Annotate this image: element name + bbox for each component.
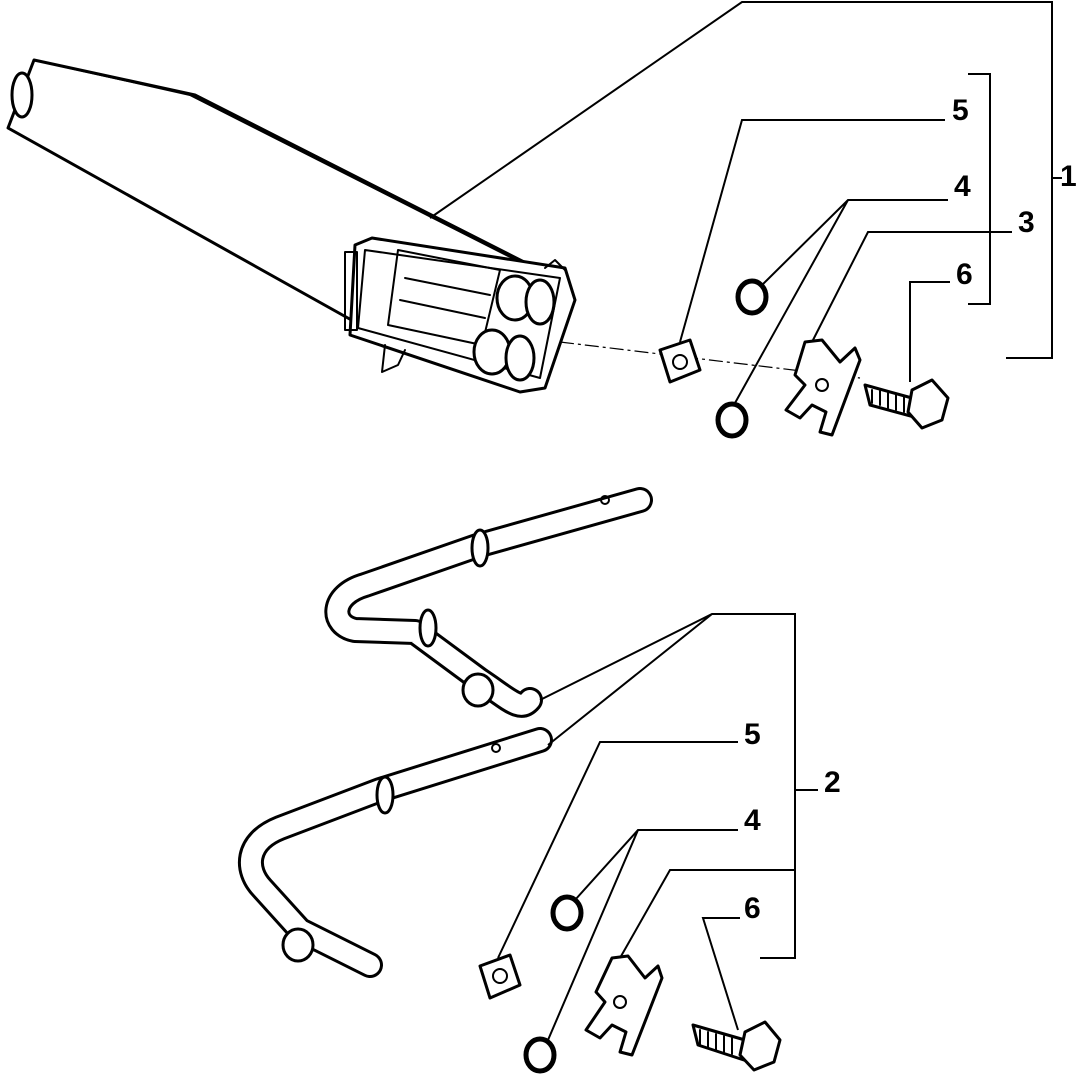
o-ring-top-upper	[735, 278, 769, 316]
callout-3: 3	[1018, 206, 1035, 239]
heater-pipe-upper	[324, 487, 653, 718]
leader-6-top	[909, 281, 950, 382]
bolt-top	[863, 378, 950, 430]
o-ring-top-lower	[715, 401, 749, 439]
heater-core	[6, 58, 577, 394]
callout-2: 2	[824, 766, 841, 799]
o-ring-bottom-upper	[550, 894, 584, 932]
leader-6-bottom	[701, 917, 740, 1031]
o-ring-bottom-lower	[523, 1036, 557, 1074]
leader-5-top	[679, 119, 945, 343]
callout-5-bottom: 5	[744, 718, 761, 751]
heater-pipe-lower	[237, 727, 553, 978]
leader-3-bottom	[619, 869, 795, 959]
callout-6-top: 6	[956, 258, 973, 291]
leader-3	[811, 231, 1012, 343]
square-nut-top	[658, 338, 702, 384]
callout-6-bottom: 6	[744, 892, 761, 925]
callout-4-top: 4	[954, 170, 971, 203]
callout-4-bottom: 4	[744, 804, 761, 837]
leader-group-bracket-top	[968, 73, 991, 305]
square-nut-bottom	[478, 953, 522, 1000]
callout-1: 1	[1060, 160, 1077, 193]
clamp-plate-top	[784, 338, 862, 437]
clamp-plate-bottom	[584, 954, 664, 1057]
leader-4-bottom	[547, 829, 738, 1041]
callout-5-top: 5	[952, 94, 969, 127]
leader-5-bottom	[497, 741, 738, 959]
leader-2-upper	[539, 613, 796, 959]
leader-1	[429, 1, 1053, 359]
bolt-bottom	[691, 1020, 782, 1072]
leader-4-top	[734, 199, 948, 404]
